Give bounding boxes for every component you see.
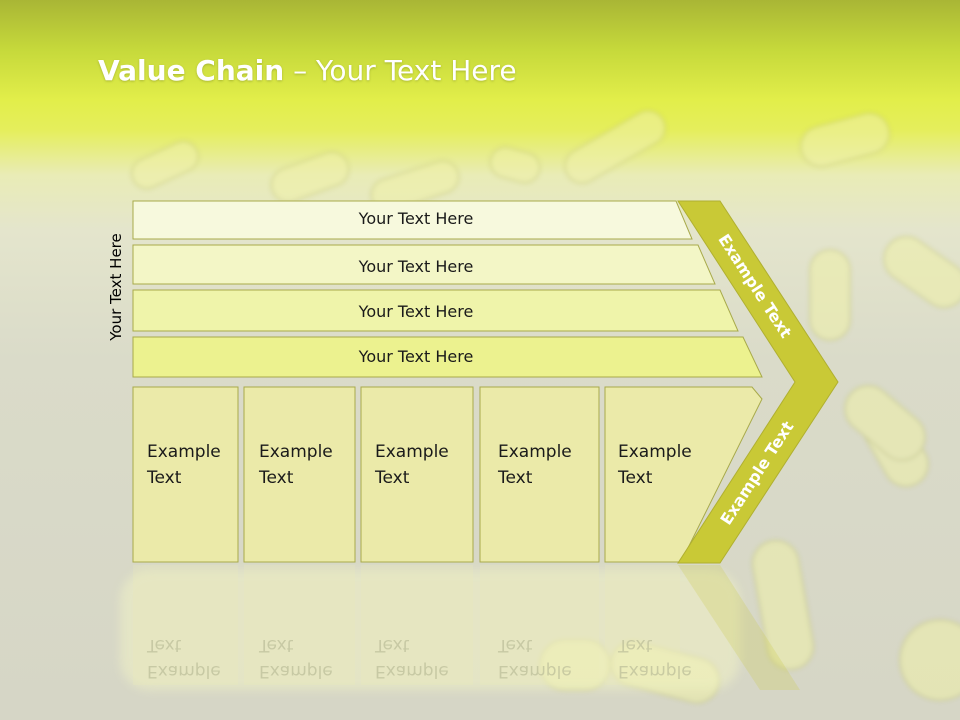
support-row-3 xyxy=(132,289,739,332)
support-row-2 xyxy=(132,244,716,285)
support-row-4-label: Your Text Here xyxy=(358,347,474,366)
primary-box-3-reflection: Example Text xyxy=(375,635,449,681)
primary-box-4 xyxy=(479,386,600,563)
primary-box-3-label: Example Text xyxy=(375,442,449,488)
primary-box-3 xyxy=(360,386,474,563)
primary-box-2 xyxy=(243,386,356,563)
support-row-2-label: Your Text Here xyxy=(358,257,474,276)
support-row-1-label: Your Text Here xyxy=(358,209,474,228)
title-bold-text: Value Chain xyxy=(98,54,285,87)
margin-chevron xyxy=(677,200,839,564)
support-row-1 xyxy=(132,200,693,240)
support-row-4 xyxy=(132,336,763,378)
primary-box-4-reflection: Example Text xyxy=(498,635,572,681)
primary-box-1 xyxy=(132,386,239,563)
primary-box-4-label: Example Text xyxy=(498,442,572,488)
primary-box-2-label: Example Text xyxy=(259,442,333,488)
primary-box-5-label: Example Text xyxy=(618,442,692,488)
slide-title: Value Chain – Your Text Here xyxy=(98,54,517,87)
primary-box-5-reflection: Example Text xyxy=(618,635,692,681)
support-row-3-label: Your Text Here xyxy=(358,302,474,321)
primary-box-2-reflection: Example Text xyxy=(259,635,333,681)
primary-box-5 xyxy=(604,386,763,563)
primary-box-1-reflection: Example Text xyxy=(147,635,221,681)
primary-box-1-label: Example Text xyxy=(147,442,221,488)
title-rest-text: – Your Text Here xyxy=(284,54,517,87)
